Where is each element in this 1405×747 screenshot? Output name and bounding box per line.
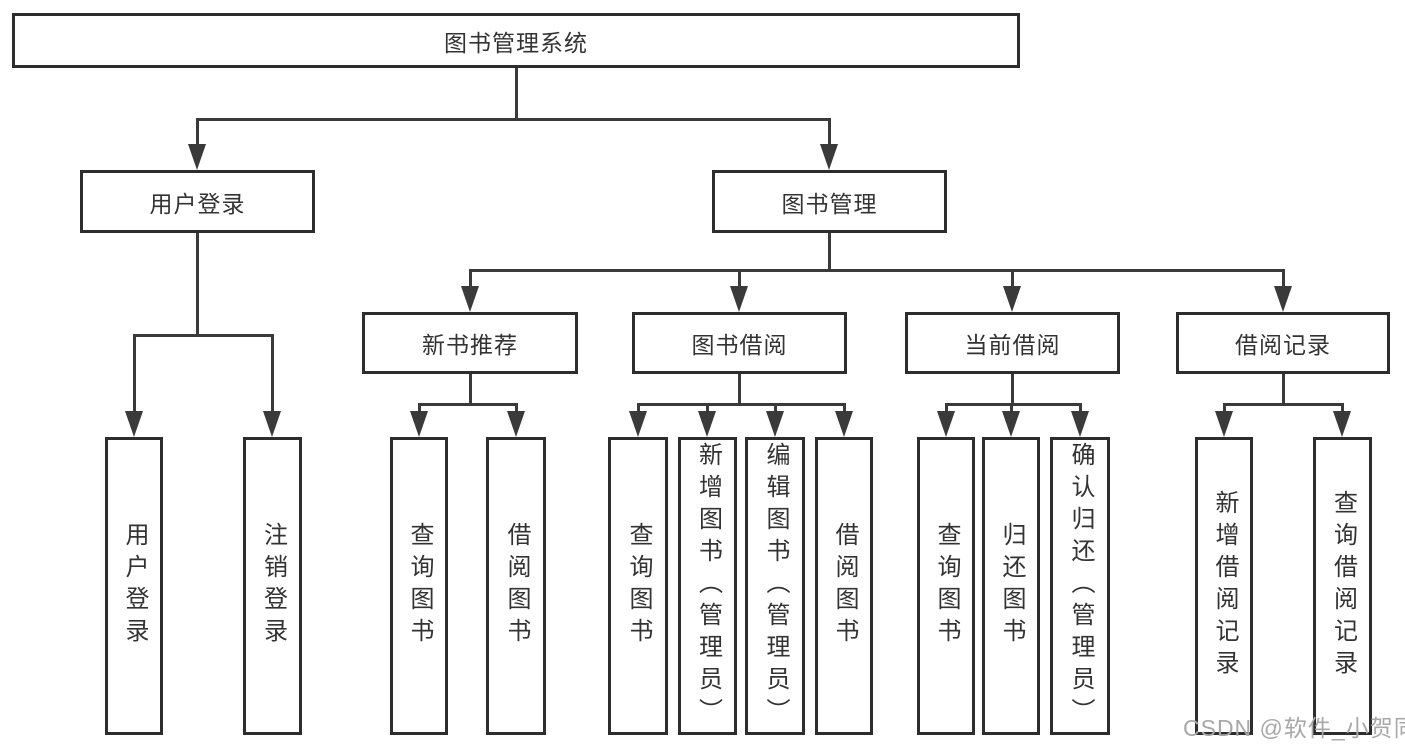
node-leaf-user-login: 用户登录 xyxy=(105,437,163,735)
node-current-borrow: 当前借阅 xyxy=(905,312,1120,374)
connector-drop-line xyxy=(514,404,518,411)
arrowhead-down-icon xyxy=(188,144,206,170)
node-label: 图书借阅 xyxy=(691,332,788,358)
connector-drop-line xyxy=(1281,270,1285,286)
node-leaf-borrow-book-2: 借阅图书 xyxy=(815,437,873,735)
arrowhead-down-icon xyxy=(835,411,853,437)
node-borrow-records: 借阅记录 xyxy=(1176,312,1390,374)
node-book-management: 图书管理 xyxy=(712,170,947,233)
node-leaf-edit-book-admin: 编辑图书（管理员） xyxy=(745,437,805,735)
connector-drop-line xyxy=(270,335,274,411)
connector-drop-line xyxy=(132,335,136,411)
connector-drop-line xyxy=(705,404,709,411)
arrowhead-down-icon xyxy=(937,411,955,437)
node-label: 用户登录 xyxy=(149,190,246,217)
connector-stem-line xyxy=(468,374,472,404)
arrowhead-down-icon xyxy=(1071,411,1089,437)
node-leaf-logout: 注销登录 xyxy=(243,437,302,735)
arrowhead-down-icon xyxy=(1274,286,1292,312)
connector-bar-line xyxy=(636,402,846,406)
node-book-borrow: 图书借阅 xyxy=(632,312,847,374)
node-leaf-add-borrow-record: 新增借阅记录 xyxy=(1195,437,1253,735)
connector-drop-line xyxy=(1222,404,1226,411)
watermark: CSDN @软件_小贺同学 xyxy=(1183,715,1405,741)
connector-stem-line xyxy=(514,68,518,119)
arrowhead-down-icon xyxy=(1002,411,1020,437)
connector-drop-line xyxy=(636,404,640,411)
connector-drop-line xyxy=(417,404,421,411)
node-label: 编辑图书（管理员） xyxy=(762,442,789,730)
arrowhead-down-icon xyxy=(629,411,647,437)
node-leaf-add-book-admin: 新增图书（管理员） xyxy=(678,437,737,735)
node-label: 借阅记录 xyxy=(1235,332,1331,358)
node-label: 新增图书（管理员） xyxy=(694,442,722,730)
connector-drop-line xyxy=(1340,404,1344,411)
connector-stem-line xyxy=(1281,374,1285,404)
connector-drop-line xyxy=(827,119,831,144)
arrowhead-down-icon xyxy=(461,286,479,312)
connector-stem-line xyxy=(1010,374,1014,404)
node-leaf-query-borrow-record: 查询借阅记录 xyxy=(1313,437,1372,735)
node-user-login: 用户登录 xyxy=(80,170,315,233)
node-leaf-query-book-1: 查询图书 xyxy=(390,437,448,735)
arrowhead-down-icon xyxy=(730,286,748,312)
arrowhead-down-icon xyxy=(410,411,428,437)
connector-bar-line xyxy=(195,117,831,121)
node-leaf-confirm-return-admin: 确认归还（管理员） xyxy=(1050,437,1110,735)
node-leaf-query-book-2: 查询图书 xyxy=(608,437,668,735)
connector-drop-line xyxy=(1010,270,1014,286)
node-label: 借阅图书 xyxy=(831,522,858,650)
node-label: 用户登录 xyxy=(121,522,148,650)
arrowhead-down-icon xyxy=(507,411,525,437)
connector-bar-line xyxy=(1222,402,1344,406)
connector-drop-line xyxy=(773,404,777,411)
arrowhead-down-icon xyxy=(698,411,716,437)
node-leaf-return-book: 归还图书 xyxy=(982,437,1040,735)
node-label: 新增借阅记录 xyxy=(1211,490,1238,682)
connector-bar-line xyxy=(132,333,274,337)
arrowhead-down-icon xyxy=(263,411,281,437)
node-label: 查询借阅记录 xyxy=(1329,490,1357,682)
node-new-book-recommend: 新书推荐 xyxy=(362,312,578,374)
node-label: 图书管理系统 xyxy=(444,29,588,56)
connector-drop-line xyxy=(195,119,199,144)
node-label: 确认归还（管理员） xyxy=(1067,442,1094,730)
node-label: 新书推荐 xyxy=(422,332,518,358)
connector-drop-line xyxy=(842,404,846,411)
arrowhead-down-icon xyxy=(1003,286,1021,312)
node-label: 图书管理 xyxy=(781,190,878,217)
node-label: 查询图书 xyxy=(933,522,960,650)
connector-drop-line xyxy=(468,270,472,286)
node-label: 查询图书 xyxy=(625,522,652,650)
connector-stem-line xyxy=(827,233,831,270)
node-label: 查询图书 xyxy=(406,522,433,650)
node-leaf-borrow-book-1: 借阅图书 xyxy=(486,437,546,735)
connector-drop-line xyxy=(944,404,948,411)
arrowhead-down-icon xyxy=(125,411,143,437)
connector-drop-line xyxy=(1009,404,1013,411)
node-label: 当前借阅 xyxy=(964,332,1061,358)
connector-drop-line xyxy=(737,270,741,286)
arrowhead-down-icon xyxy=(820,144,838,170)
node-library-system: 图书管理系统 xyxy=(12,13,1020,68)
node-label: 归还图书 xyxy=(998,522,1025,650)
connector-stem-line xyxy=(195,233,199,335)
connector-bar-line xyxy=(468,268,1285,272)
arrowhead-down-icon xyxy=(766,411,784,437)
arrowhead-down-icon xyxy=(1333,411,1351,437)
connector-bar-line xyxy=(944,402,1082,406)
node-label: 注销登录 xyxy=(259,522,287,650)
node-label: 借阅图书 xyxy=(503,522,530,650)
node-leaf-query-book-3: 查询图书 xyxy=(917,437,975,735)
connector-drop-line xyxy=(1078,404,1082,411)
connector-stem-line xyxy=(737,374,741,404)
arrowhead-down-icon xyxy=(1215,411,1233,437)
connector-bar-line xyxy=(417,402,518,406)
